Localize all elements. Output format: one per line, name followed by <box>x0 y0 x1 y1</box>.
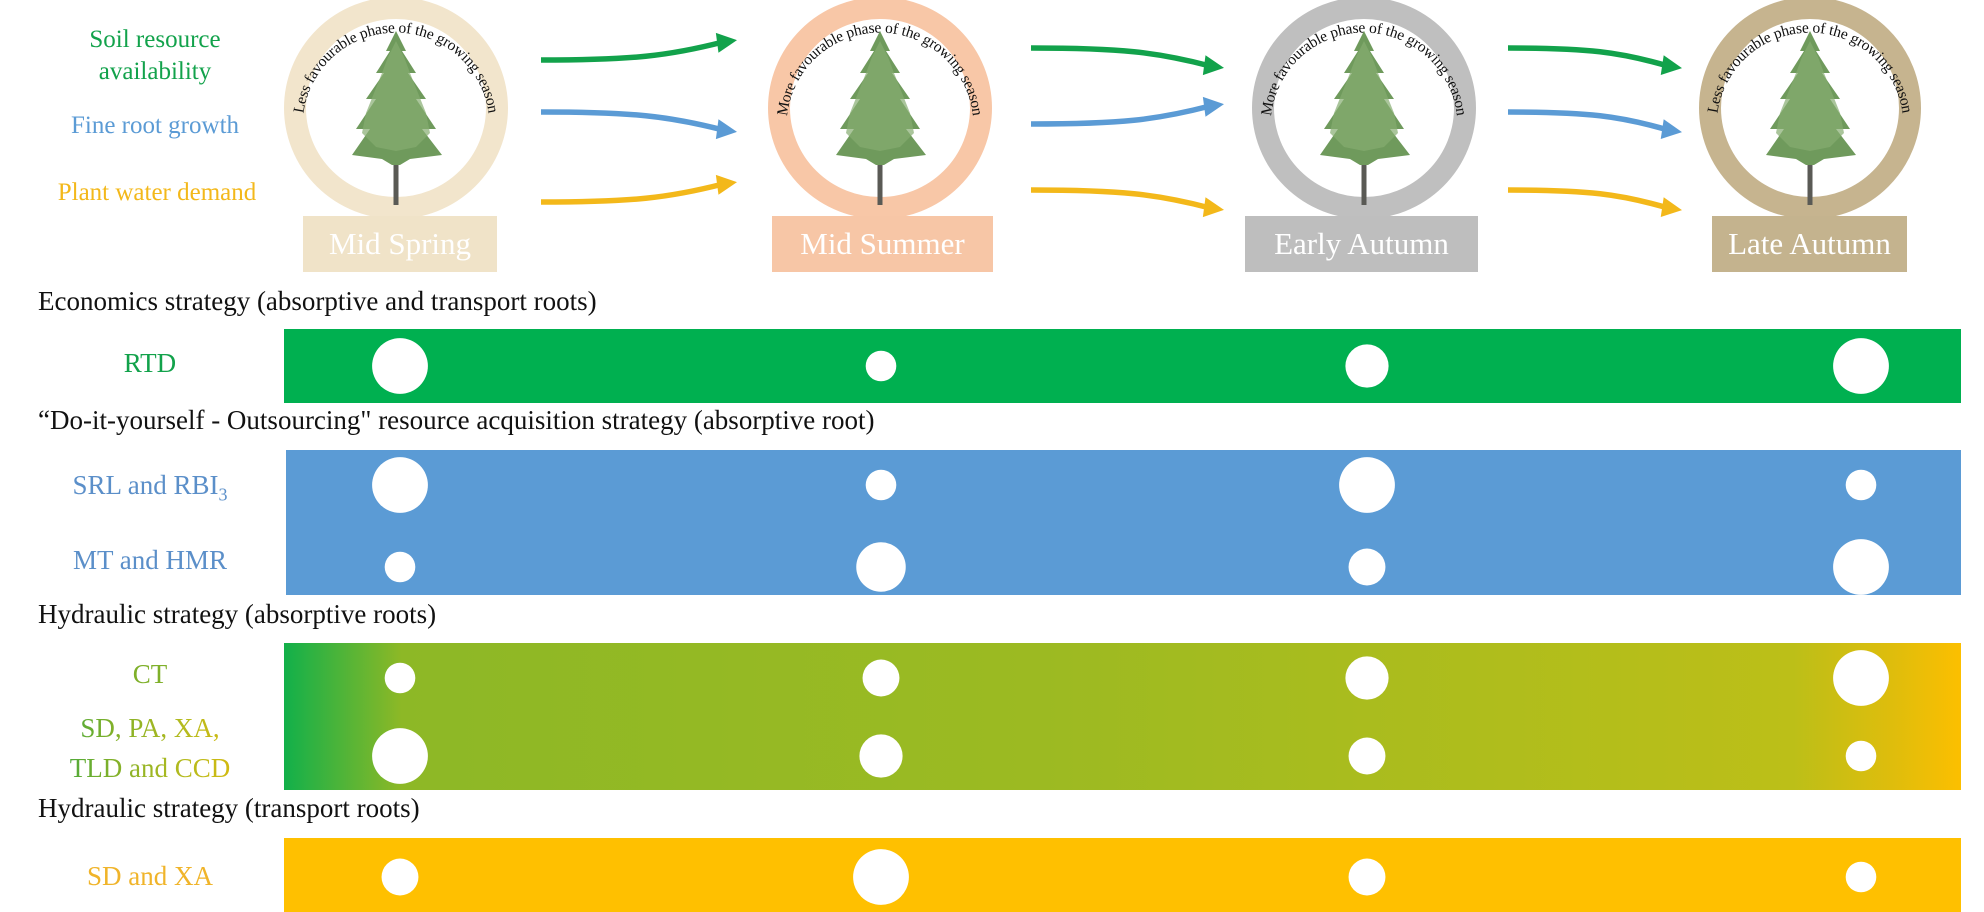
dot-mt-and-hmr-early-autumn <box>1348 548 1386 586</box>
dot-sd-pa-xa-mid-summer <box>859 734 903 778</box>
season-label-early-autumn: Early Autumn <box>1245 216 1478 272</box>
dot-srl-and-rbi-late-autumn <box>1845 469 1877 501</box>
dot-sd-pa-xa-early-autumn <box>1348 737 1386 775</box>
season-label-late-autumn: Late Autumn <box>1712 216 1907 272</box>
row-label-rtd: RTD <box>123 348 177 378</box>
season-ring-mid-summer: More favourable phase of the growing sea… <box>768 0 992 219</box>
arrow-root-up <box>1030 96 1224 127</box>
dot-ct-mid-summer <box>862 659 900 697</box>
legend-plant-water-demand: Plant water demand <box>57 179 257 206</box>
arrowhead <box>1660 119 1682 139</box>
dot-mt-and-hmr-late-autumn <box>1833 539 1889 595</box>
season-label-mid-summer: Mid Summer <box>772 216 993 272</box>
season-ring-mid-spring: Less favourable phase of the growing sea… <box>284 0 508 219</box>
heading-outsourcing-strategy: “Do-it-yourself - Outsourcing" resource … <box>38 405 875 435</box>
row-label-sd-xa: SD and XA <box>87 861 213 891</box>
dot-srl-and-rbi-mid-spring <box>372 457 428 513</box>
row-label-ct: CT <box>132 659 168 689</box>
dot-mt-and-hmr-mid-summer <box>856 542 906 592</box>
arrowhead <box>715 174 737 195</box>
legend-soil-resource: Soil resource availability <box>40 24 270 88</box>
heading-hydraulic-absorptive: Hydraulic strategy (absorptive roots) <box>38 599 437 629</box>
season-ring-late-autumn: Less favourable phase of the growing sea… <box>1699 0 1921 219</box>
heading-economics-strategy: Economics strategy (absorptive and trans… <box>38 286 597 316</box>
dot-mt-and-hmr-mid-spring <box>384 551 416 583</box>
arrow-water-down <box>1030 187 1224 218</box>
arrowhead <box>715 32 737 53</box>
dot-srl-and-rbi-early-autumn <box>1339 457 1395 513</box>
dot-ct-mid-spring <box>384 662 416 694</box>
season-ring-early-autumn: More favourable phase of the growing sea… <box>1252 0 1476 219</box>
dot-sd-and-xa-mid-spring <box>381 858 419 896</box>
dot-sd-and-xa-early-autumn <box>1348 858 1386 896</box>
dot-rtd-mid-spring <box>372 338 428 394</box>
arrowhead <box>1202 96 1224 117</box>
row-label-sd-pa-xa-line1: SD, PA, XA, <box>20 708 280 748</box>
dot-sd-pa-xa-mid-spring <box>372 728 428 784</box>
bar-hydraulic-transport <box>284 838 1961 912</box>
seasons-graphic: Less favourable phase of the growing sea… <box>284 0 1921 219</box>
row-label-srl-rbi: SRL and RBI3 <box>20 465 280 514</box>
row-label-sd-pa-xa-tld-ccd: SD, PA, XA, TLD and CCD <box>20 708 280 788</box>
bar-economics <box>284 329 1961 403</box>
dot-sd-and-xa-mid-summer <box>853 849 909 905</box>
season-label-mid-spring: Mid Spring <box>303 216 497 272</box>
arrowhead <box>1660 55 1682 75</box>
arrowhead <box>1202 197 1224 218</box>
arrow-soil-down <box>1507 45 1682 75</box>
bar-outsourcing <box>286 450 1961 595</box>
arrow-water-down <box>1507 187 1682 217</box>
legend-soil-line2: availability <box>98 58 212 85</box>
dot-rtd-early-autumn <box>1345 344 1389 388</box>
arrow-root-down <box>540 109 737 140</box>
legend-soil-line1: Soil resource <box>89 26 221 53</box>
dot-rtd-late-autumn <box>1833 338 1889 394</box>
arrowhead <box>715 119 737 140</box>
arrow-soil-up <box>540 32 737 63</box>
row-label-srl-rbi-subscript: 3 <box>218 484 228 505</box>
row-label-srl-rbi-text: SRL and RBI <box>72 470 219 500</box>
dot-ct-late-autumn <box>1833 650 1889 706</box>
dot-sd-pa-xa-late-autumn <box>1845 740 1877 772</box>
row-label-tld-ccd-line2: TLD and CCD <box>20 748 280 788</box>
dot-sd-and-xa-late-autumn <box>1845 861 1877 893</box>
arrowhead <box>1202 55 1224 76</box>
arrow-soil-down <box>1030 45 1224 76</box>
row-label-mt-hmr: MT and HMR <box>72 545 227 575</box>
arrow-water-up <box>540 174 737 205</box>
dot-ct-early-autumn <box>1345 656 1389 700</box>
arrow-root-down <box>1507 109 1682 139</box>
dot-rtd-mid-summer <box>865 350 897 382</box>
bar-hydraulic-absorptive <box>284 643 1961 790</box>
dot-srl-and-rbi-mid-summer <box>865 469 897 501</box>
arrowhead <box>1660 197 1682 217</box>
heading-hydraulic-transport: Hydraulic strategy (transport roots) <box>38 793 420 823</box>
legend-fine-root-growth: Fine root growth <box>70 112 240 139</box>
